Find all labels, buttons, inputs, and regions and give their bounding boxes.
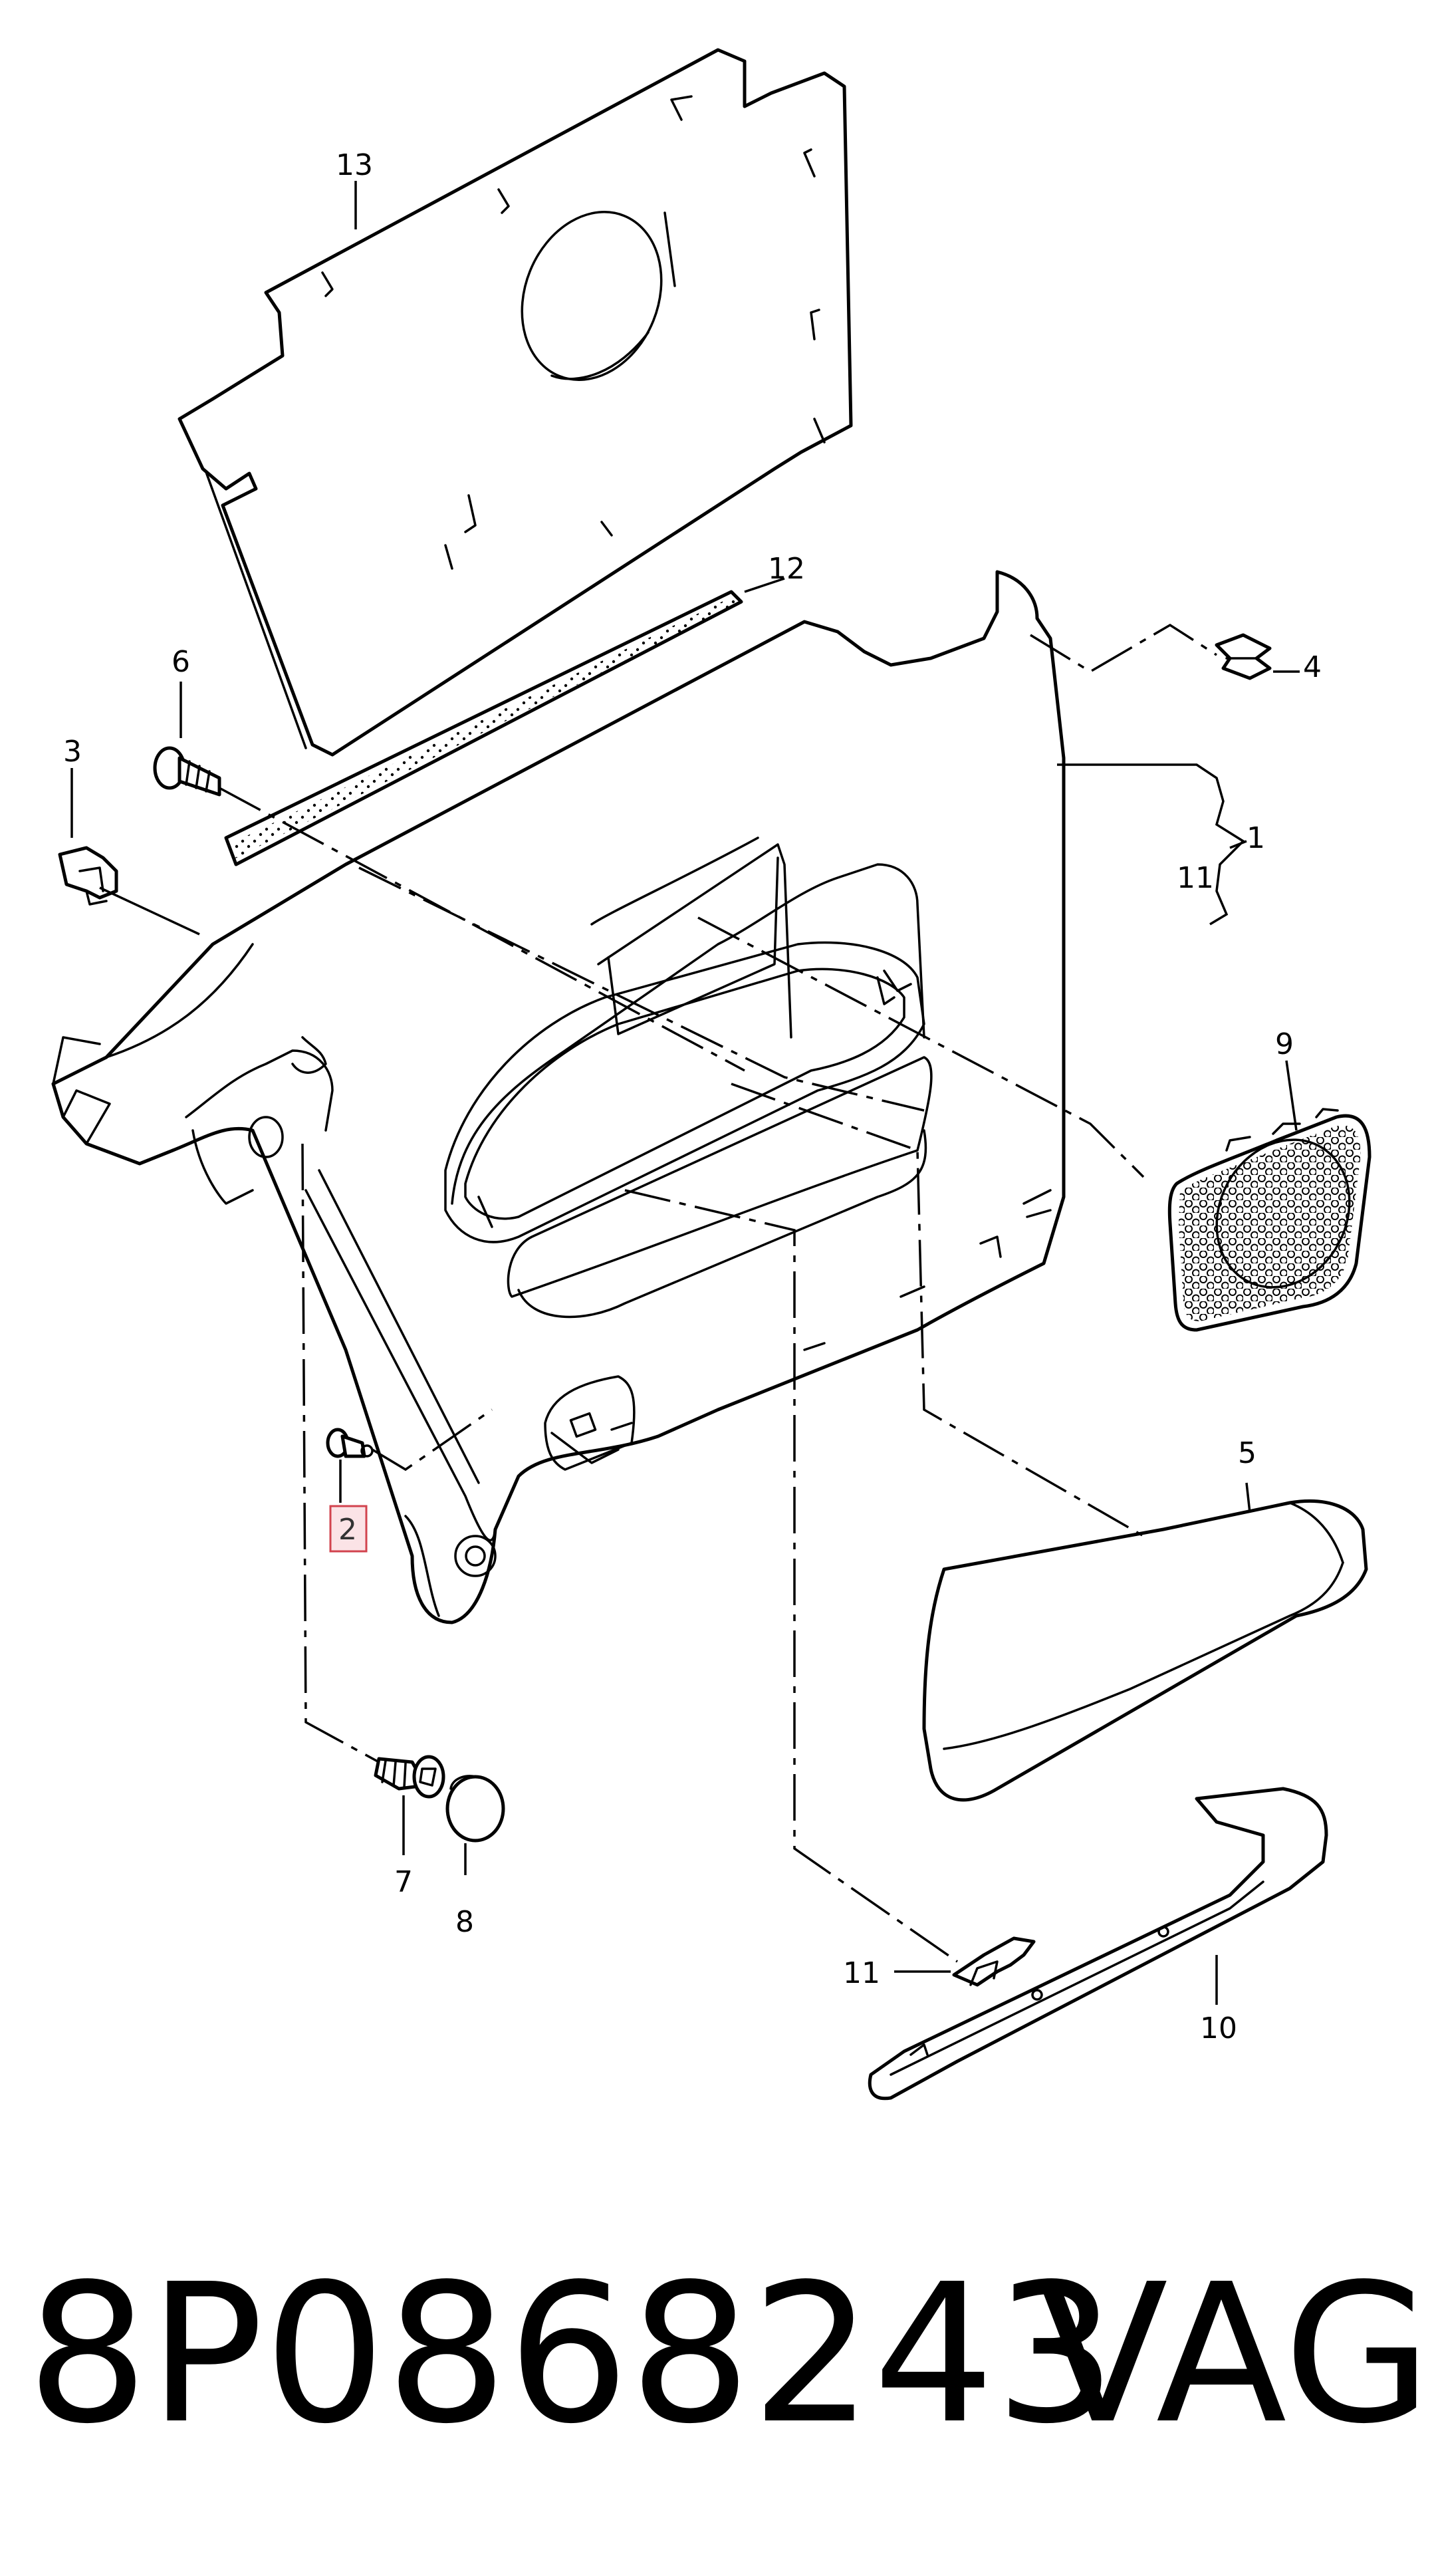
part-11-clip-lower [952, 1936, 1036, 1987]
callout-4: 4 [1303, 650, 1322, 684]
footer: 8P0868243 VAG [27, 2243, 1430, 2466]
callout-6: 6 [172, 645, 190, 679]
callout-11-lower: 11 [843, 1956, 880, 1990]
part-6-screw [153, 746, 221, 797]
callout-13: 13 [336, 148, 373, 182]
part-7-bolt [374, 1755, 445, 1799]
callout-highlight-box [329, 1505, 368, 1553]
part-3-retaining-clip [58, 846, 118, 906]
part-2-expanding-rivet [326, 1428, 374, 1458]
part-12-sealing-strip [224, 590, 743, 866]
part-10-lower-trim-strip [868, 1787, 1328, 2101]
callout-2: 2 [338, 1513, 357, 1547]
part-1-side-trim-panel [51, 570, 1066, 1624]
part-13-insulation-panel [178, 48, 853, 757]
leader-lines [70, 181, 1300, 2005]
callout-10: 10 [1200, 2011, 1237, 2045]
assembly-lines [219, 623, 1217, 1963]
part-4-clip-nut [1215, 633, 1272, 680]
callout-11-upper: 11 [1177, 861, 1214, 895]
callout-5: 5 [1238, 1436, 1256, 1470]
part-8-cover-cap [445, 1775, 505, 1843]
part-number: 8P0868243 [27, 2243, 1117, 2466]
callout-7: 7 [394, 1865, 413, 1899]
brand-label: VAG [1037, 2243, 1430, 2466]
part-5-armrest-cover [922, 1499, 1368, 1802]
callout-3: 3 [63, 735, 82, 769]
callouts: 13 12 6 3 4 1 11 9 5 10 11 7 8 2 [63, 148, 1322, 2045]
callout-9: 9 [1275, 1027, 1294, 1061]
callout-8: 8 [455, 1905, 474, 1939]
part-9-speaker-grille [1167, 1108, 1371, 1332]
callout-12: 12 [768, 552, 805, 586]
callout-1: 1 [1247, 821, 1265, 855]
callout-2-highlighted[interactable]: 2 [329, 1505, 368, 1553]
